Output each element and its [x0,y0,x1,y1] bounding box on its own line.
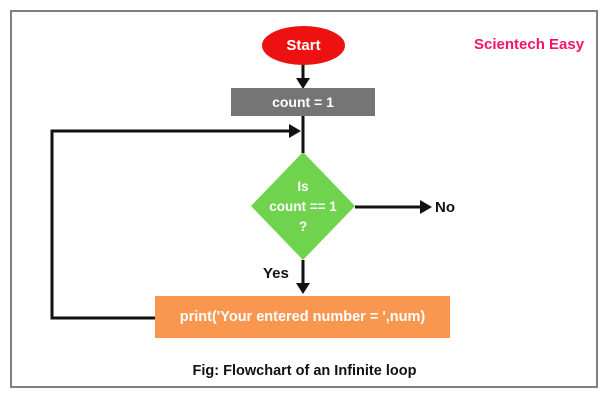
count-assignment-node: count = 1 [231,88,375,116]
figure-caption: Fig: Flowchart of an Infinite loop [192,363,417,379]
start-node-label: Start [286,37,321,54]
condition-diamond-label: Is count == 1 ? [269,179,337,234]
border-frame [10,10,598,388]
arrowhead-condition-yes [296,283,310,294]
condition-diamond-shape [251,152,355,260]
arrowhead-condition-no [420,200,432,214]
count-assignment-label: count = 1 [272,94,334,110]
no-edge-label: No [435,199,455,216]
edge-loopback [50,129,289,320]
print-statement-node: print('Your entered number = ',num) [155,296,450,338]
print-statement-label: print('Your entered number = ',num) [179,309,426,325]
yes-edge-label: Yes [263,265,289,282]
start-node: Start [262,26,345,65]
arrowhead-start-to-count [296,78,310,89]
brand-watermark: Scientech Easy [474,36,585,53]
arrowhead-loopback [289,124,301,138]
